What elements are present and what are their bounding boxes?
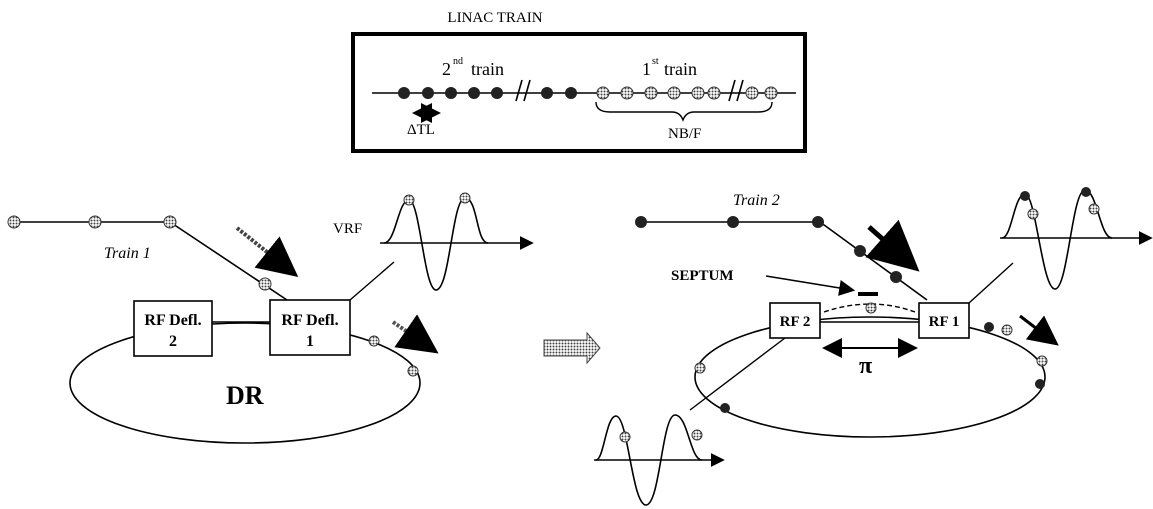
- rf-defl-1-label: RF Defl.: [281, 312, 338, 329]
- second-train-num: 2: [442, 59, 451, 79]
- rf-defl-2-num: 2: [169, 333, 177, 350]
- ring-right-arrow: [1019, 314, 1059, 346]
- linac-frame: [351, 32, 807, 153]
- first-train-num: 1: [642, 59, 651, 79]
- septum-pointer: [765, 275, 856, 296]
- damping-ring: [69, 322, 421, 444]
- rf1-waveform: [1001, 189, 1113, 290]
- first-train-word: train: [664, 59, 697, 79]
- septum-path: [823, 303, 916, 313]
- right-panel: Train 2 SEPTUM RF 2 RF 1 π: [594, 187, 1153, 506]
- nb-f-label: NB/F: [668, 126, 701, 142]
- rf2-waveform: [595, 414, 703, 506]
- first-train-sup: st: [652, 56, 659, 67]
- left-panel: Train 1 DR RF Defl. 2 RF Defl. 1 VRF: [7, 192, 534, 444]
- rf1-box: [918, 302, 970, 339]
- rf-defl-1-num: 1: [306, 333, 314, 350]
- ring-right: [694, 316, 1046, 438]
- rf2-label: RF 2: [780, 314, 811, 330]
- ring-arrow: [391, 314, 439, 354]
- nb-brace: [595, 101, 773, 122]
- delta-t-label: ΔTL: [407, 122, 435, 138]
- vrf-waveform: [383, 197, 489, 291]
- rf2-box: [769, 302, 821, 339]
- linac-title: LINAC TRAIN: [447, 10, 542, 26]
- train2-line: [641, 221, 928, 301]
- train2-label: Train 2: [733, 192, 780, 209]
- second-train-sup: nd: [453, 56, 463, 67]
- transition-arrow: [543, 331, 601, 365]
- pi-label: π: [859, 353, 872, 379]
- train2-arrow: [865, 219, 920, 272]
- second-train-word: train: [471, 59, 504, 79]
- rf1-label: RF 1: [929, 314, 960, 330]
- linac-train-panel: LINAC TRAIN 2 nd: [351, 10, 807, 153]
- dr-label: DR: [226, 381, 264, 410]
- rf-defl-2-box: [133, 300, 213, 357]
- vrf-label: VRF: [333, 221, 362, 237]
- first-train-bunches: [596, 86, 778, 100]
- second-train-bunches: [398, 87, 577, 99]
- rf-defl-1-box: [269, 299, 351, 356]
- septum-label: SEPTUM: [671, 268, 734, 284]
- train1-arrow: [235, 226, 299, 277]
- rf-defl-2-label: RF Defl.: [144, 312, 201, 329]
- train1-label: Train 1: [104, 245, 151, 262]
